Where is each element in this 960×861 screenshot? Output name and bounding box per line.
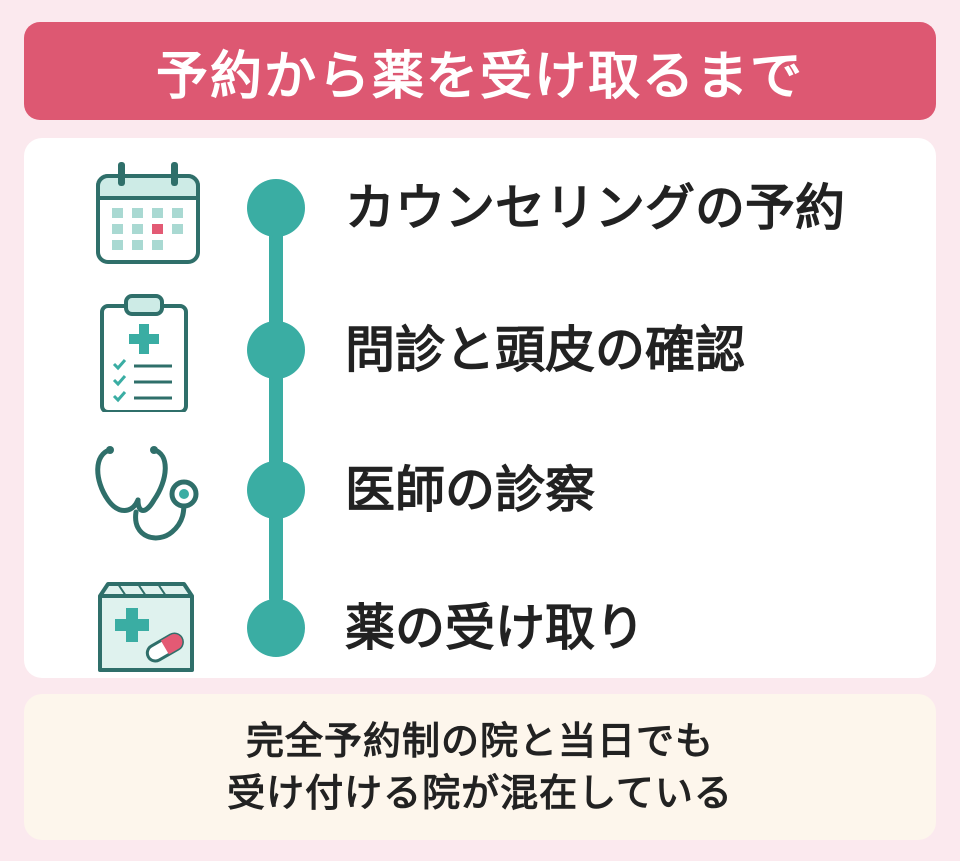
medicine-bag-icon [88,578,208,678]
step-examination: 医師の診察 [0,430,960,550]
timeline-dot [247,461,305,519]
calendar-icon [88,158,208,264]
timeline-dot [247,179,305,237]
step-label: 医師の診察 [345,461,595,519]
note-line-2: 受け付ける院が混在している [227,771,733,815]
stethoscope-icon [88,440,208,541]
step-label: 問診と頭皮の確認 [345,321,745,379]
step-label: 薬の受け取り [345,599,645,657]
clipboard-icon [88,294,208,414]
note-box: 完全予約制の院と当日でも 受け付ける院が混在している [24,694,936,840]
timeline-dot [247,599,305,657]
note-line-1: 完全予約制の院と当日でも [245,719,714,763]
step-consultation: 問診と頭皮の確認 [0,290,960,414]
step-reservation: カウンセリングの予約 [0,148,960,268]
timeline-dot [247,321,305,379]
step-label: カウンセリングの予約 [345,179,845,237]
page-title: 予約から薬を受け取るまで [155,46,804,107]
step-receive-medicine: 薬の受け取り [0,568,960,688]
title-banner: 予約から薬を受け取るまで [24,22,936,120]
